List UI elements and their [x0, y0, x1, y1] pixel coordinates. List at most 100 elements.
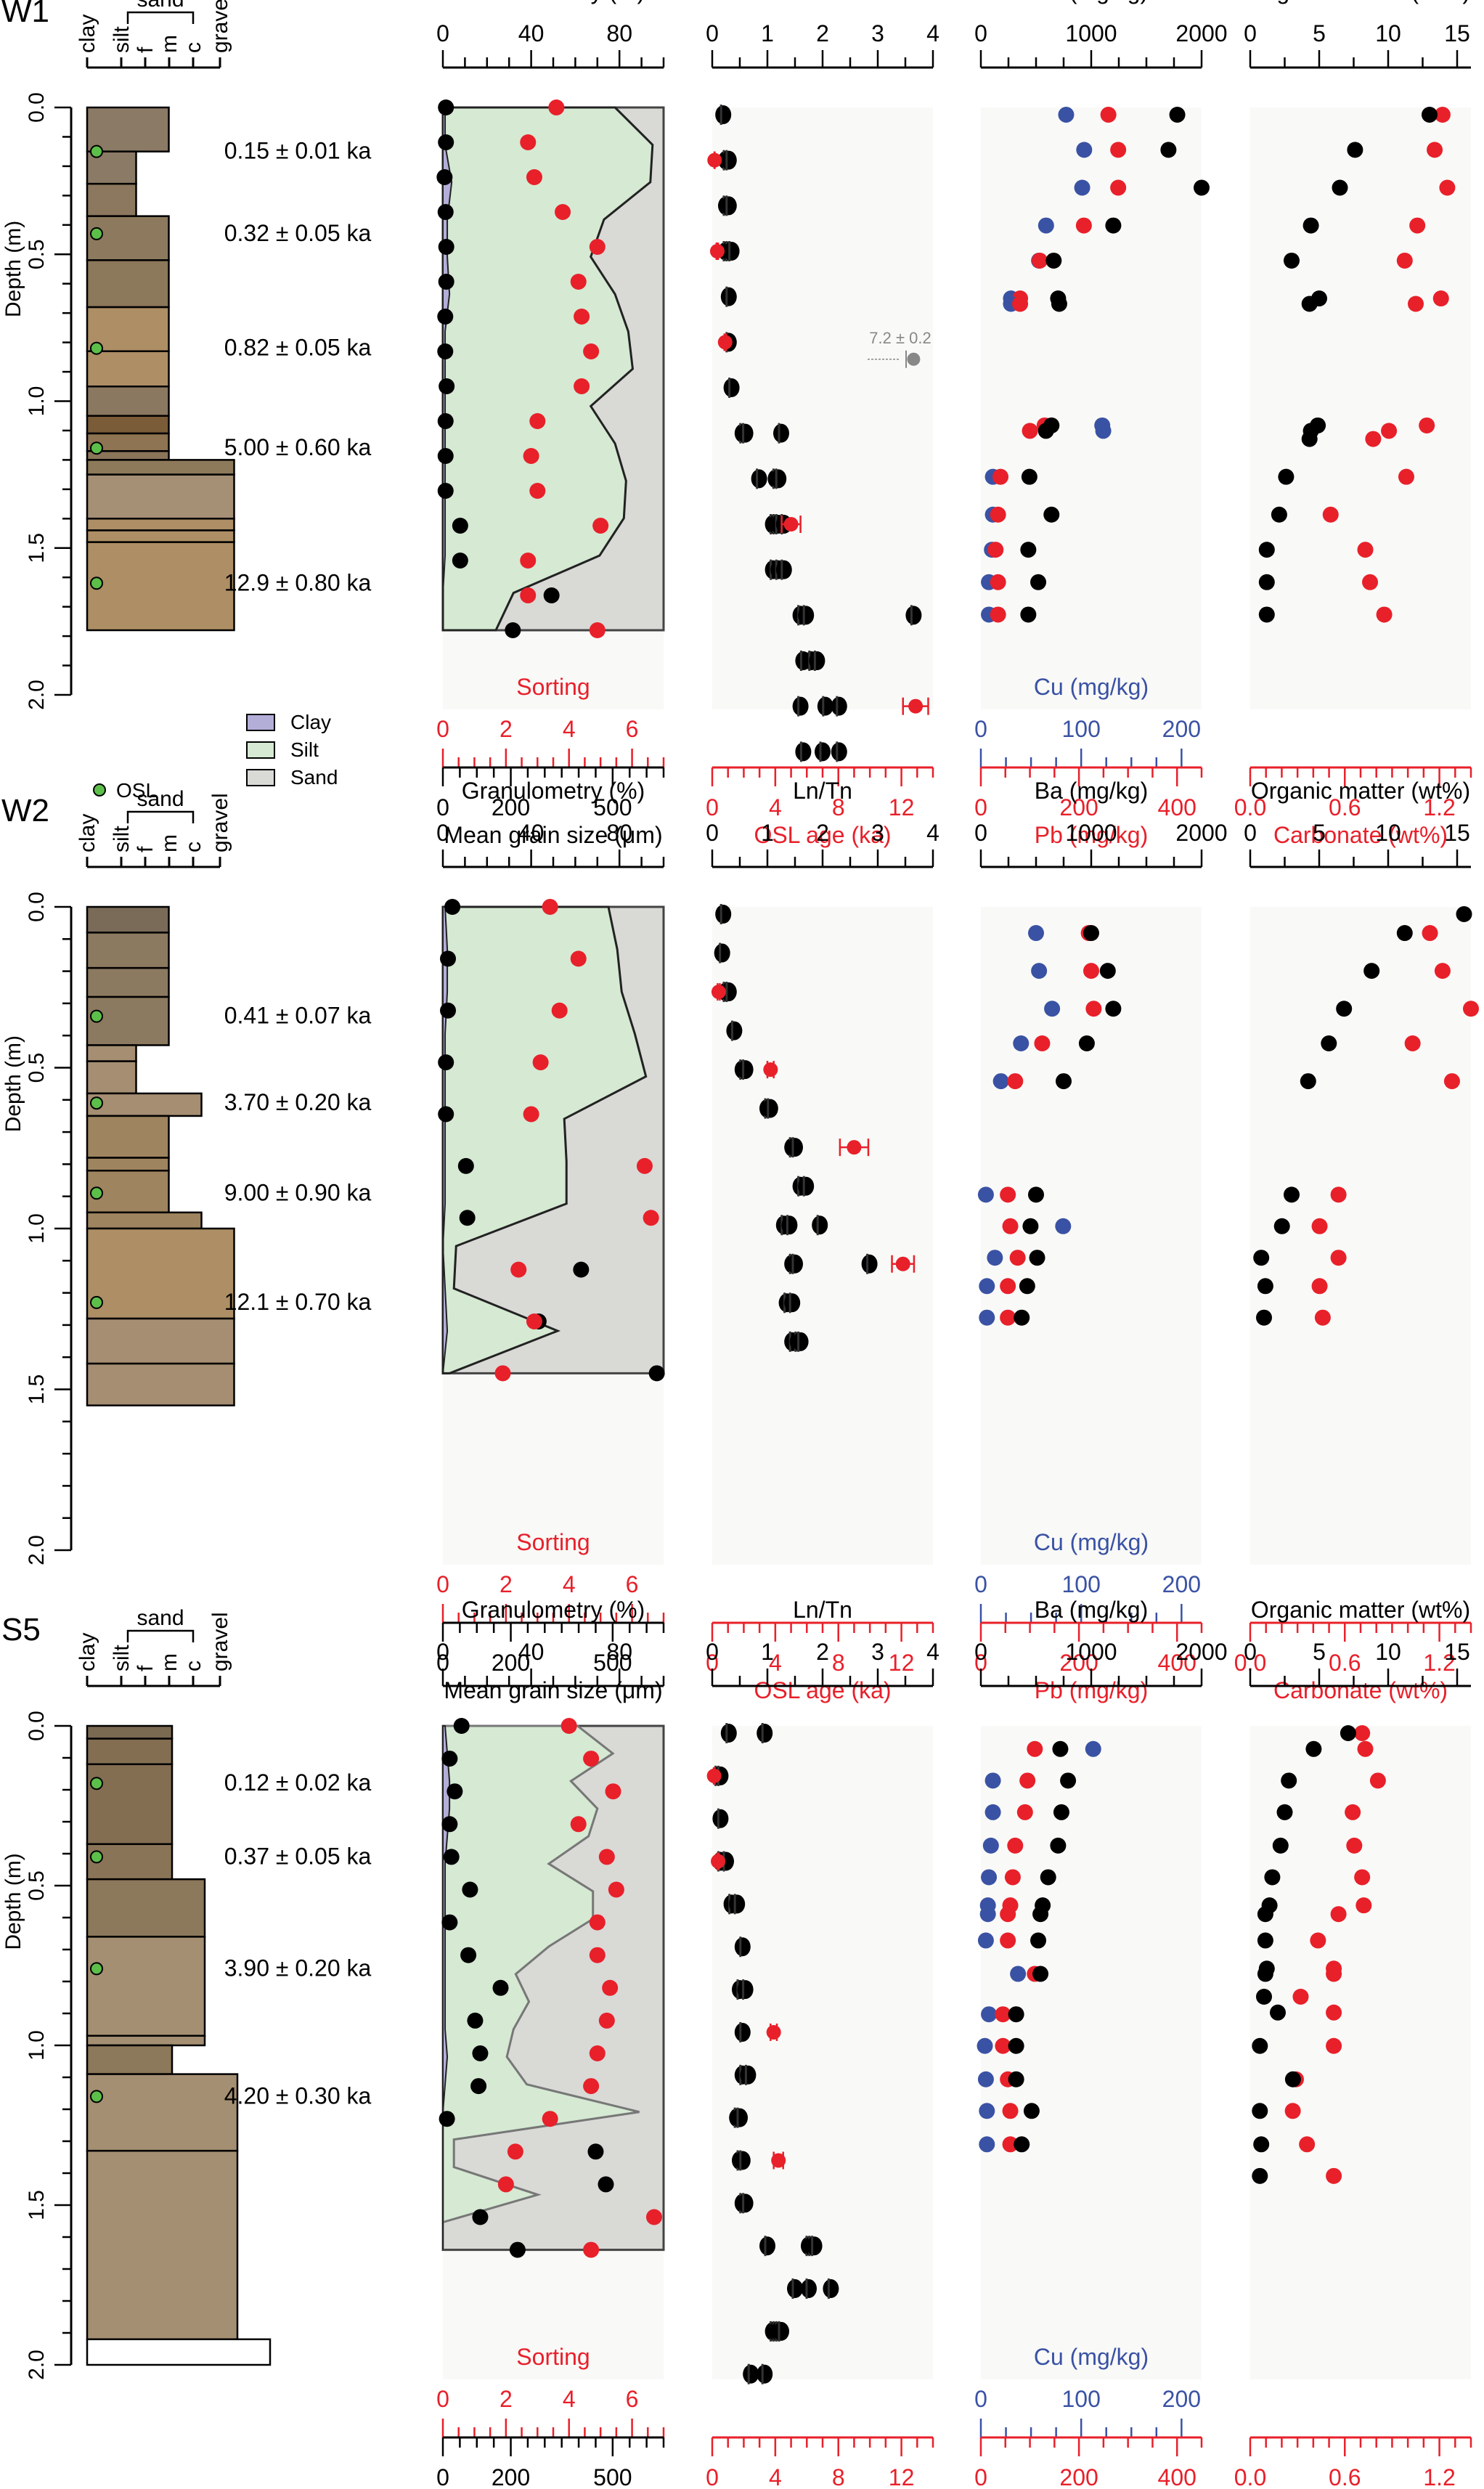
- lntn-point: [720, 196, 737, 216]
- cu-tick-label: 0: [974, 716, 987, 742]
- granulometry-tick-label: 0: [436, 1639, 449, 1665]
- osl-age-label: 3.90 ± 0.20 ka: [224, 1955, 372, 1981]
- mean-grain-size-point: [460, 1947, 477, 1963]
- ba-point: [1020, 542, 1037, 558]
- ba-point: [1022, 1218, 1039, 1234]
- cu-point: [1076, 142, 1093, 158]
- organic-matter-point: [1321, 1035, 1337, 1051]
- ba-point: [1030, 574, 1047, 590]
- lntn-tick-label: 4: [926, 820, 939, 846]
- mean-grain-size-point: [441, 1816, 458, 1833]
- pb-tick-label: 400: [1158, 2464, 1196, 2489]
- ba-title: Ba (mg/kg): [1035, 1597, 1148, 1623]
- depth-tick-label: 0.0: [25, 892, 49, 922]
- legend-label: Silt: [290, 738, 319, 761]
- sorting-point: [583, 1751, 600, 1767]
- pb-point: [995, 2037, 1011, 2054]
- carbonate-point: [1311, 1218, 1328, 1234]
- sorting-point: [592, 518, 609, 534]
- ba-point: [1040, 1869, 1056, 1886]
- section-label: W2: [1, 793, 49, 828]
- sorting-point: [589, 1914, 606, 1931]
- carbonate-point: [1284, 2103, 1301, 2119]
- ba-point: [1105, 217, 1122, 234]
- osl-age-tick-label: 12: [889, 2464, 915, 2489]
- pb-point: [990, 574, 1006, 590]
- pb-point: [1085, 1001, 1102, 1017]
- sorting-point: [520, 553, 537, 569]
- organic-matter-point: [1272, 1837, 1289, 1854]
- pb-point: [1007, 1837, 1024, 1854]
- pb-tick-label: 200: [1059, 2464, 1098, 2489]
- mean-grain-size-point: [573, 1261, 590, 1278]
- organic-matter-point: [1300, 1073, 1316, 1090]
- strat-layer: [86, 1763, 174, 1846]
- silt-area: [441, 106, 654, 632]
- carbonate-point: [1434, 963, 1451, 979]
- grain-scale-label: silt: [110, 26, 134, 53]
- pb-point: [1027, 1740, 1043, 1757]
- sorting-tick-label: 6: [626, 716, 639, 742]
- pb-point: [987, 542, 1004, 558]
- pb-point: [990, 506, 1006, 523]
- strat-layer: [86, 2073, 239, 2152]
- ba-point: [1052, 1740, 1069, 1757]
- cu-tick-label: 100: [1061, 1571, 1100, 1597]
- ba-title: Ba (mg/kg): [1035, 0, 1148, 4]
- clay-area: [442, 107, 453, 631]
- organic-matter-point: [1336, 1001, 1353, 1017]
- organic-matter-point: [1253, 2136, 1270, 2153]
- organic-matter-point: [1256, 1309, 1272, 1326]
- cu-tick-label: 0: [974, 1571, 987, 1597]
- sorting-tick-label: 2: [500, 716, 513, 742]
- strat-layer: [86, 386, 170, 417]
- depth-tick-label: 2.0: [25, 680, 49, 710]
- ba-point: [1099, 963, 1116, 979]
- carbonate-point: [1345, 1804, 1361, 1820]
- osl-sample-marker: [90, 144, 103, 158]
- organic-matter-point: [1256, 1989, 1272, 2005]
- ba-tick-label: 2000: [1175, 20, 1227, 46]
- ba-point: [1060, 1772, 1077, 1789]
- granulometry-tick-label: 40: [518, 20, 545, 46]
- ba-tick-label: 2000: [1175, 1639, 1227, 1665]
- osl-age-point: [771, 2153, 786, 2168]
- mean-grain-size-point: [437, 483, 454, 500]
- mean-grain-size-point: [492, 1979, 509, 1996]
- organic-matter-title: Organic matter (wt%): [1251, 0, 1470, 4]
- mean-grain-size-point: [444, 899, 461, 915]
- lntn-point: [723, 242, 740, 261]
- depth-tick-label: 2.0: [25, 2350, 49, 2380]
- strat-layer: [86, 182, 137, 217]
- mean-grain-size-point: [598, 2176, 614, 2193]
- pb-point: [1007, 1073, 1024, 1090]
- osl-sample-marker: [90, 1962, 103, 1976]
- mean-grain-size-point: [467, 2012, 484, 2029]
- organic-matter-point: [1257, 1965, 1273, 1982]
- osl-sample-marker: [90, 441, 103, 455]
- sorting-point: [608, 1881, 624, 1898]
- sorting-point: [605, 1783, 621, 1800]
- carbonate-point: [1357, 542, 1374, 558]
- cu-point: [1010, 1965, 1027, 1982]
- ba-point: [1008, 2037, 1024, 2054]
- cu-tick-label: 100: [1061, 716, 1100, 742]
- mean-grain-size-tick-label: 500: [593, 794, 632, 820]
- strat-layer: [86, 2044, 174, 2075]
- organic-matter-point: [1301, 431, 1318, 447]
- section-label: S5: [1, 1612, 41, 1647]
- strat-layer: [86, 1317, 235, 1365]
- lntn-title: Ln/Tn: [793, 778, 852, 804]
- organic-matter-point: [1257, 1278, 1273, 1295]
- mean-grain-size-point: [452, 518, 468, 534]
- cu-point: [979, 1309, 995, 1326]
- sorting-point: [510, 1261, 527, 1278]
- grain-scale-label: c: [182, 42, 205, 53]
- organic-matter-point: [1252, 2167, 1268, 2184]
- organic-matter-point: [1281, 1772, 1297, 1789]
- mean-grain-size-point: [437, 448, 454, 465]
- strat-layer: [86, 1044, 137, 1062]
- cu-point: [1074, 179, 1090, 196]
- ba-point: [1043, 506, 1060, 523]
